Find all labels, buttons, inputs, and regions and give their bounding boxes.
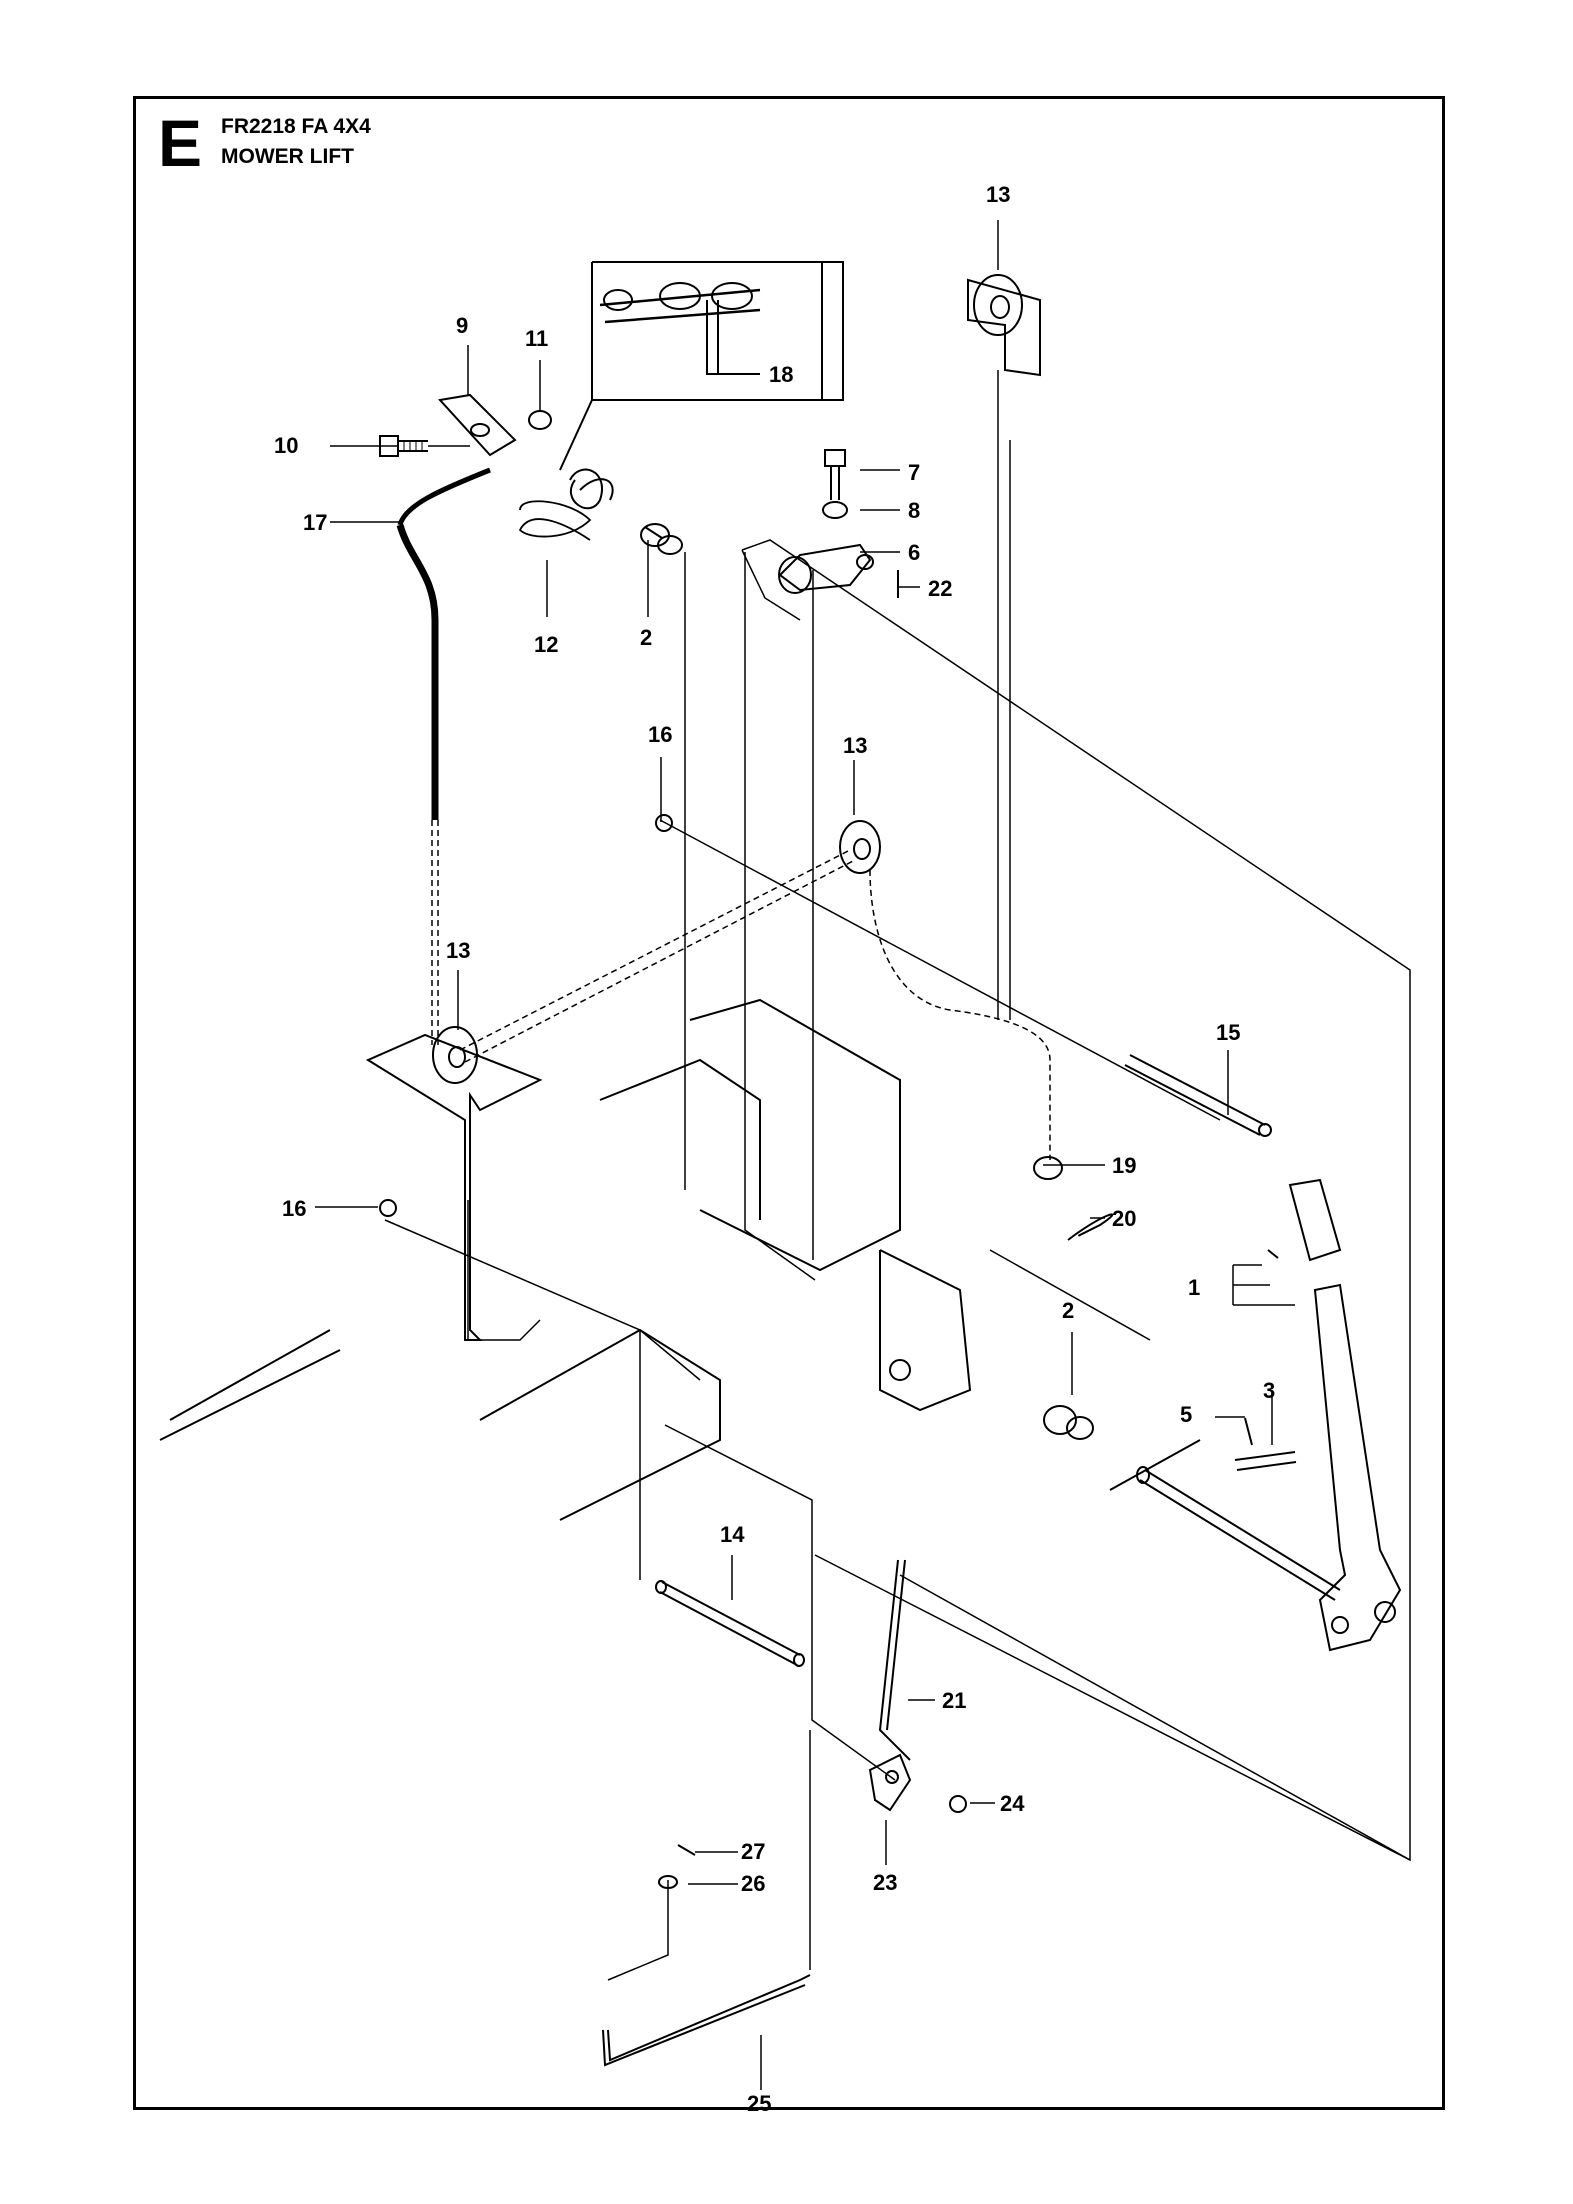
page-border <box>133 96 1445 2110</box>
callout-26: 26 <box>741 1871 765 1896</box>
part-3-pin <box>1234 1451 1297 1471</box>
callout-13-top: 13 <box>986 182 1010 207</box>
callout-27: 27 <box>741 1839 765 1864</box>
diagram-title: FR2218 FA 4X4 MOWER LIFT <box>221 112 371 172</box>
callout-18: 18 <box>769 362 793 387</box>
callout-labels: 1 2 2 3 5 6 7 8 9 10 11 12 13 13 13 14 1… <box>274 182 1275 2116</box>
callout-7: 7 <box>908 460 920 485</box>
callout-2-upper: 2 <box>640 625 652 650</box>
part-16-clip-upper <box>655 814 673 832</box>
part-20-pin <box>1067 1213 1114 1241</box>
callout-21: 21 <box>942 1688 966 1713</box>
callout-11: 11 <box>525 326 548 351</box>
part-13-pulley-lower <box>365 849 1051 1341</box>
callout-20: 20 <box>1112 1206 1136 1231</box>
part-23-bracket <box>868 1753 912 1812</box>
callout-1: 1 <box>1188 1275 1200 1300</box>
part-21-rod <box>878 1559 911 1761</box>
part-13-pulley-middle <box>839 820 881 874</box>
callout-16-upper: 16 <box>648 722 672 747</box>
part-11-nut <box>528 410 552 430</box>
callout-19: 19 <box>1112 1153 1136 1178</box>
part-5-pin <box>1244 1417 1253 1446</box>
inset-detail-box <box>559 261 844 471</box>
part-15-shaft <box>1124 1054 1272 1137</box>
callout-25: 25 <box>747 2091 771 2116</box>
part-24-clip <box>949 1795 967 1813</box>
callout-6: 6 <box>908 540 920 565</box>
section-letter: E <box>158 106 203 180</box>
assembly-name: MOWER LIFT <box>221 145 354 168</box>
part-19-collar <box>1033 1156 1063 1180</box>
part-6-bracket <box>778 543 874 594</box>
callout-13-lower: 13 <box>446 938 470 963</box>
part-26-washer <box>658 1875 678 1889</box>
part-9-bracket <box>438 393 517 457</box>
callout-5: 5 <box>1180 1402 1192 1427</box>
part-2-bushing-lower <box>1043 1405 1094 1440</box>
callout-9: 9 <box>456 313 468 338</box>
callout-14: 14 <box>720 1522 745 1547</box>
lift-shaft <box>1136 1466 1341 1601</box>
part-14-rod <box>655 1580 805 1667</box>
leader-lines <box>315 220 1295 2090</box>
callout-10: 10 <box>274 433 298 458</box>
callout-23: 23 <box>873 1870 897 1895</box>
callout-16-lower: 16 <box>282 1196 306 1221</box>
callout-13-middle: 13 <box>843 733 867 758</box>
callout-2-lower: 2 <box>1062 1298 1074 1323</box>
part-25-rod <box>602 1974 811 2067</box>
part-8-nut <box>822 501 848 519</box>
mower-frame <box>159 998 1201 1521</box>
part-1-lift-lever <box>1267 1178 1402 1652</box>
callout-22: 22 <box>928 576 952 601</box>
part-16-clip-lower <box>379 1199 397 1217</box>
callout-8: 8 <box>908 498 920 523</box>
callout-24: 24 <box>1000 1791 1025 1816</box>
callout-17: 17 <box>303 510 327 535</box>
part-17-chain-cable <box>396 467 491 1045</box>
part-27-screw <box>677 1844 696 1856</box>
part-12-spring <box>518 468 614 541</box>
callout-3: 3 <box>1263 1378 1275 1403</box>
part-13-pulley-top <box>967 274 1041 377</box>
callout-12: 12 <box>534 632 558 657</box>
part-10-bolt <box>379 435 470 457</box>
part-2-bushing-upper <box>640 523 683 555</box>
callout-15: 15 <box>1216 1020 1240 1045</box>
model-name: FR2218 FA 4X4 <box>221 115 371 138</box>
part-7-bolt <box>824 449 846 500</box>
construction-lines <box>384 370 1411 1981</box>
